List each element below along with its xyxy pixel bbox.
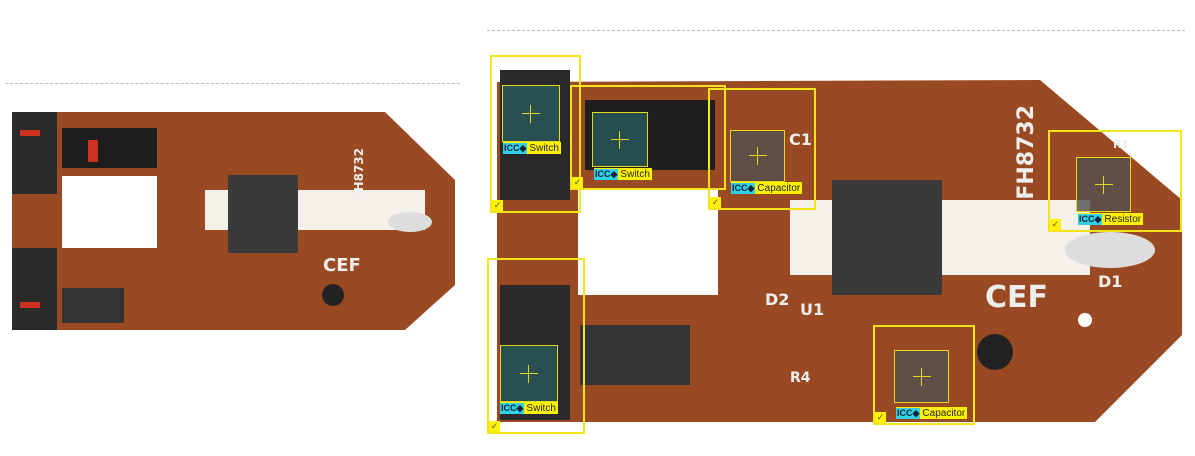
silk-c1: C1 [789,130,812,149]
check-icon: ✓ [875,412,886,423]
pcb-board-left [12,112,455,330]
silk-cert-right: CEF [985,280,1049,315]
check-icon: ✓ [489,421,500,432]
check-icon: ✓ [492,200,503,211]
detection-label: Switch [529,142,559,154]
silk-model-right: FH8732 [1014,105,1039,200]
silk-cert-left: CEF [323,255,361,276]
detection-switch-2[interactable]: ICC◆Switch ✓ [570,85,726,190]
silk-r1: R1 [1113,138,1130,151]
detection-label: Resistor [1104,213,1142,225]
silk-u1: U1 [800,300,825,319]
detection-label: Switch [526,402,556,414]
detection-label: Capacitor [922,407,966,419]
detection-resistor[interactable]: ICC◆Resistor ✓ [1048,130,1182,232]
silk-model-left: FH8732 [352,148,366,200]
check-icon: ✓ [1050,219,1061,230]
detection-label: Capacitor [757,182,801,194]
detection-capacitor-2[interactable]: ICC◆Capacitor ✓ [873,325,975,425]
detection-label: Switch [620,168,650,180]
detection-switch-1[interactable]: ICC◆Switch ✓ [490,55,581,213]
check-icon: ✓ [572,177,583,188]
check-icon: ✓ [710,197,721,208]
silk-d2: D2 [765,290,790,309]
detection-switch-3[interactable]: ICC◆Switch ✓ [487,258,585,434]
divider-left [5,83,460,84]
silk-r4: R4 [790,370,811,386]
silk-d1: D1 [1098,272,1123,291]
detection-capacitor-1[interactable]: ICC◆Capacitor ✓ [708,88,816,210]
divider-right [487,30,1185,31]
